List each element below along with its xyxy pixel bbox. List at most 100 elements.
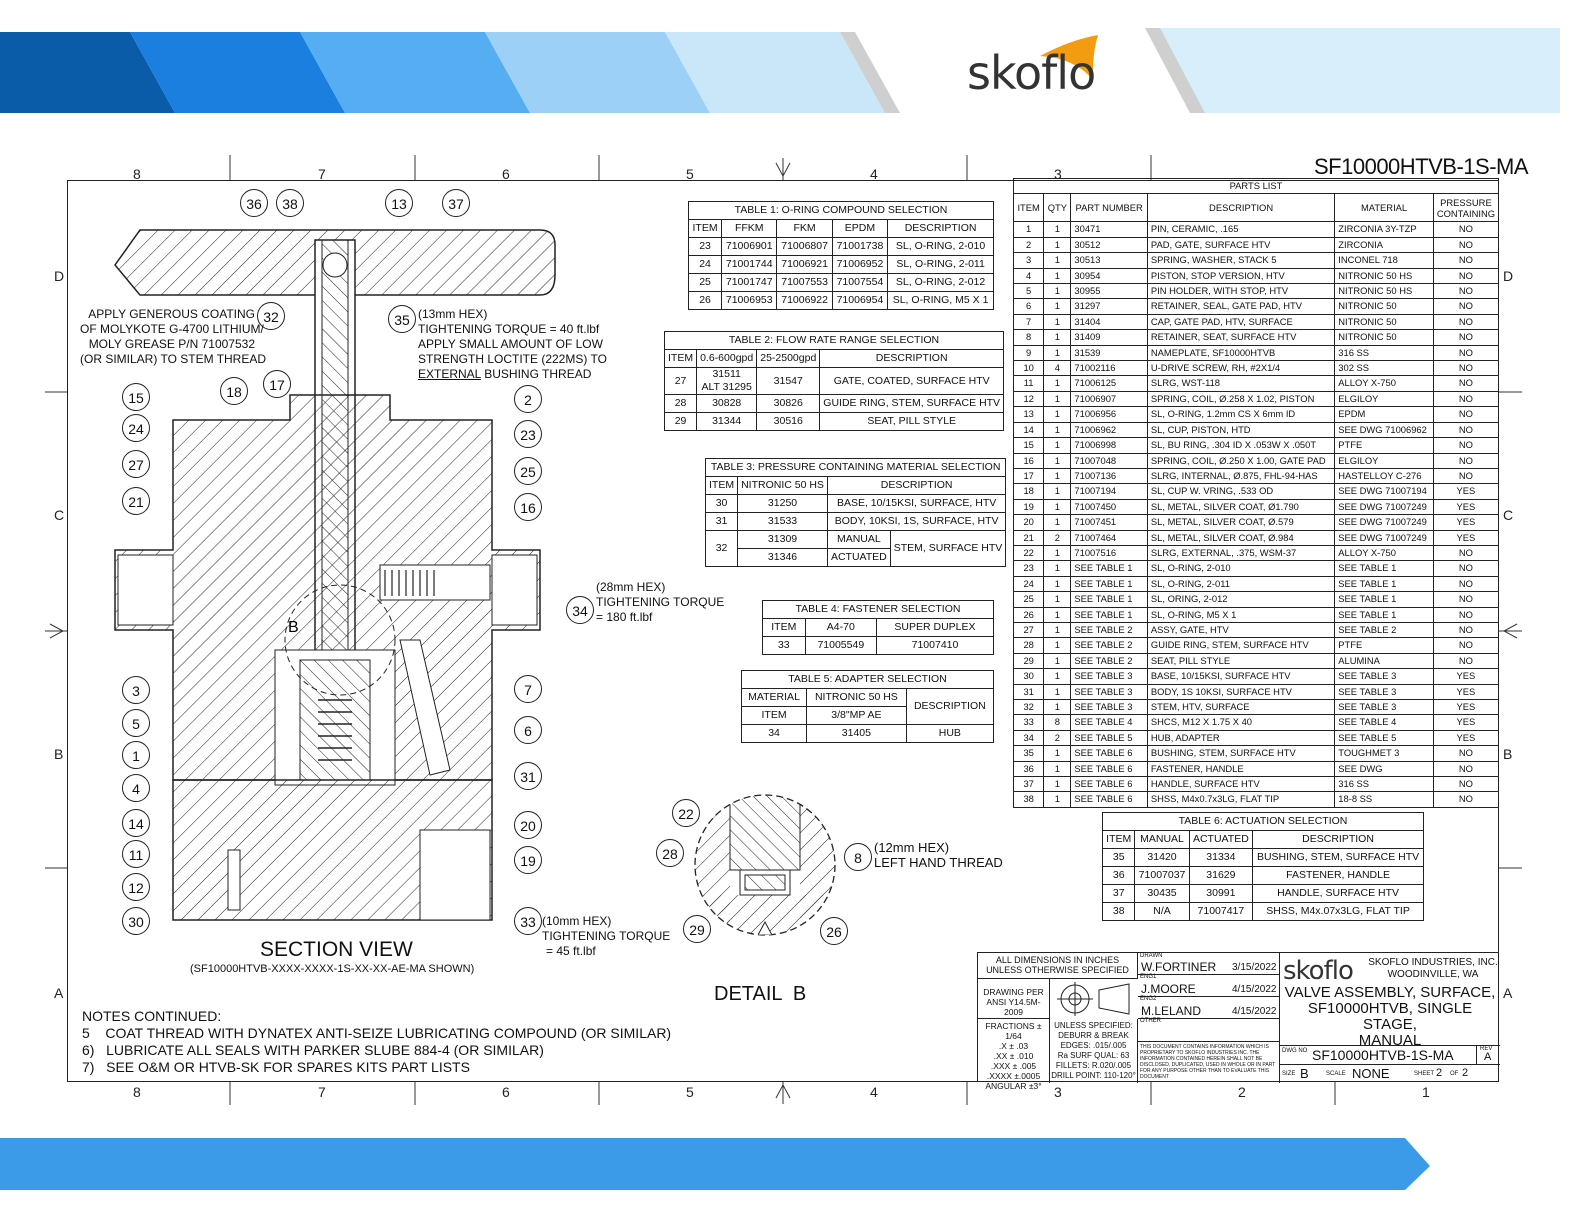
parts-row-cell: SEE DWG 71006962	[1334, 421, 1434, 439]
balloon-23: 23	[514, 420, 542, 448]
parts-row-cell: YES	[1432, 668, 1500, 685]
parts-row-cell: SEE TABLE 2	[1070, 621, 1148, 639]
parts-row-cell: 1	[1043, 637, 1072, 654]
parts-row-cell: SPRING, COIL, Ø.250 X 1.00, GATE PAD	[1146, 452, 1336, 469]
balloon-30: 30	[122, 907, 150, 935]
parts-row-cell: SEE TABLE 3	[1070, 668, 1148, 685]
parts-row-cell: SEE TABLE 1	[1334, 560, 1434, 577]
balloon-11: 11	[122, 840, 150, 868]
footer-banner	[0, 1138, 1430, 1190]
parts-row-cell: PTFE	[1334, 437, 1434, 454]
parts-row-cell: SHSS, M4x0.7x3LG, FLAT TIP	[1146, 791, 1336, 808]
parts-row-cell: 1	[1043, 221, 1072, 238]
table-row-cell: 36	[1101, 866, 1136, 885]
parts-row-cell: 21	[1012, 529, 1045, 546]
parts-row-cell: 1	[1043, 298, 1072, 315]
balloon-36: 36	[240, 189, 268, 217]
parts-row-cell: NITRONIC 50 HS	[1334, 267, 1434, 285]
parts-row-cell: 15	[1012, 437, 1045, 454]
table-row-cell: 31629	[1188, 866, 1254, 885]
parts-row-cell: 24	[1012, 575, 1045, 593]
parts-row-cell: PIN HOLDER, WITH STOP, HTV	[1146, 283, 1336, 300]
table-row-cell: 71001738	[831, 237, 889, 256]
parts-row-cell: 1	[1043, 375, 1072, 392]
parts-row-cell: 8	[1012, 329, 1045, 346]
parts-row-cell: 13	[1012, 406, 1045, 423]
balloon-8: 8	[844, 843, 872, 871]
parts-row-cell: NITRONIC 50	[1334, 329, 1434, 346]
scale: NONE	[1352, 1066, 1390, 1081]
balloon-38: 38	[276, 189, 304, 217]
parts-row-cell: NO	[1432, 329, 1500, 346]
table-row-cell: SHSS, M4x.07x3LG, FLAT TIP	[1252, 902, 1424, 921]
parts-row-cell: SLRG, WST-118	[1146, 375, 1336, 392]
drawn-by: W.FORTINER	[1141, 960, 1217, 974]
parts-row-cell: SL, BU RING, .304 ID X .053W X .050T	[1146, 437, 1336, 454]
parts-row-cell: 30471	[1070, 221, 1148, 238]
parts-row-cell: 31539	[1070, 344, 1148, 362]
parts-row-cell: 31404	[1070, 313, 1148, 331]
table-row-cell: N/A	[1134, 902, 1190, 921]
parts-row-cell: 71007450	[1070, 498, 1148, 516]
parts-row-cell: SEE DWG	[1334, 760, 1434, 778]
table-row-cell: 71007037	[1134, 866, 1190, 885]
parts-row-cell: FASTENER, HANDLE	[1146, 760, 1336, 778]
parts-row-cell: 1	[1043, 560, 1072, 577]
table-row-cell: 31334	[1188, 848, 1254, 867]
parts-row-cell: 71006962	[1070, 421, 1148, 439]
parts-row-cell: ALLOY X-750	[1334, 375, 1434, 392]
parts-row-cell: RETAINER, SEAT, SURFACE HTV	[1146, 329, 1336, 346]
parts-row-cell: GUIDE RING, STEM, SURFACE HTV	[1146, 637, 1336, 654]
parts-row-cell: SEE TABLE 2	[1334, 621, 1434, 639]
balloon-6: 6	[514, 716, 542, 744]
parts-row-cell: SEE TABLE 6	[1070, 760, 1148, 778]
parts-row-cell: 1	[1043, 390, 1072, 408]
table-row-cell: 71007417	[1188, 902, 1254, 921]
parts-row-cell: BASE, 10/15KSI, SURFACE HTV	[1146, 668, 1336, 685]
table-row-cell: SL, O-RING, 2-011	[887, 255, 994, 274]
parts-row-cell: 1	[1043, 406, 1072, 423]
table-row-cell: HANDLE, SURFACE HTV	[1252, 884, 1424, 903]
parts-row-cell: SEE DWG 71007249	[1334, 529, 1434, 546]
note-hex12: (12mm HEX)LEFT HAND THREAD	[874, 840, 1003, 870]
detail-title: DETAIL B	[714, 983, 807, 1005]
eng1: J.MOORE	[1141, 982, 1196, 996]
parts-row-cell: NO	[1432, 360, 1500, 377]
parts-row-cell: 1	[1043, 236, 1072, 254]
parts-row-cell: 71006907	[1070, 390, 1148, 408]
parts-row-cell: 1	[1043, 452, 1072, 469]
parts-row-cell: NO	[1432, 283, 1500, 300]
parts-row-cell: RETAINER, SEAL, GATE PAD, HTV	[1146, 298, 1336, 315]
parts-row-cell: INCONEL 718	[1334, 252, 1434, 269]
parts-row-cell: SEE TABLE 1	[1070, 575, 1148, 593]
parts-row-cell: 26	[1012, 606, 1045, 623]
parts-row-cell: 20	[1012, 514, 1045, 531]
parts-row-cell: NO	[1432, 776, 1500, 793]
parts-row-cell: SEE TABLE 3	[1070, 698, 1148, 716]
parts-row-cell: SEE TABLE 3	[1334, 698, 1434, 716]
parts-row-cell: ALLOY X-750	[1334, 544, 1434, 562]
parts-row-cell: 71007194	[1070, 483, 1148, 500]
balloon-2: 2	[514, 385, 542, 413]
parts-row-cell: 9	[1012, 344, 1045, 362]
parts-row-cell: 1	[1043, 483, 1072, 500]
parts-row-cell: YES	[1432, 714, 1500, 731]
parts-row-cell: BODY, 1S 10KSI, SURFACE HTV	[1146, 683, 1336, 701]
parts-row-cell: EPDM	[1334, 406, 1434, 423]
zone-left-d: D	[54, 268, 65, 284]
parts-row-cell: 71006956	[1070, 406, 1148, 423]
balloon-7: 7	[514, 675, 542, 703]
